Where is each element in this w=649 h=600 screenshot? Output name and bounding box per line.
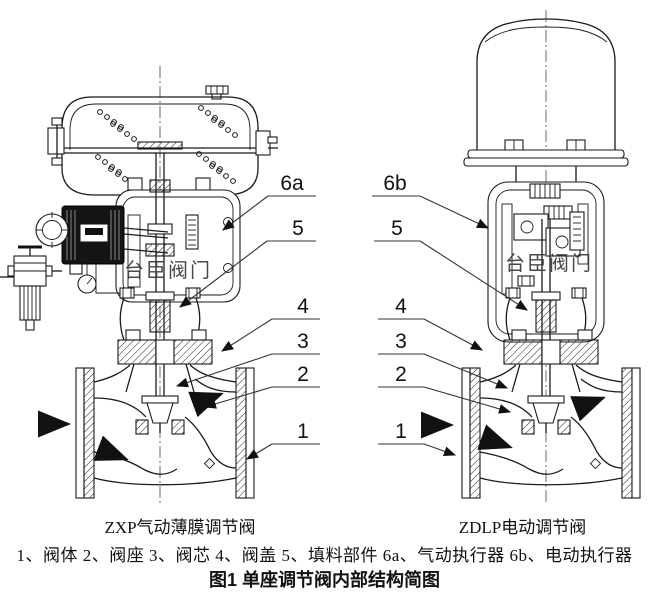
zxp-pneumatic-valve-drawing: 台臣阀门 [0, 66, 278, 505]
left-part-labels: 6a 5 4 3 2 1 [175, 172, 320, 460]
part-label-1-right: 1 [395, 420, 407, 443]
watermark-left: 台臣阀门 [124, 259, 212, 282]
air-filter-regulator [0, 245, 62, 331]
right-yoke [487, 181, 605, 343]
pneumatic-diaphragm-actuator [47, 85, 278, 196]
part-label-6b: 6b [383, 172, 406, 195]
part-label-6a: 6a [280, 172, 304, 195]
left-lower-flow-arrow [93, 435, 129, 461]
left-bonnet-and-body [75, 287, 255, 499]
part-label-5-right: 5 [391, 217, 403, 240]
right-part-labels: 6b 5 4 3 2 1 [372, 172, 528, 456]
part-label-1-left: 1 [297, 420, 309, 443]
part-label-4-right: 4 [395, 295, 407, 318]
watermark-right: 台臣阀门 [505, 252, 593, 275]
parts-list: 1、阀体 2、阀座 3、阀芯 4、阀盖 5、填料部件 6a、气动执行器 6b、电… [16, 546, 633, 565]
electric-actuator-cover [463, 18, 629, 182]
valve-diagram-svg: 台臣阀门 [0, 10, 641, 505]
part-label-3-right: 3 [395, 330, 407, 353]
part-label-3-left: 3 [297, 330, 309, 353]
caption-left-valve: ZXP气动薄膜调节阀 [104, 518, 256, 537]
part-label-5-left: 5 [292, 217, 304, 240]
part-label-2-right: 2 [395, 363, 407, 386]
left-outlet-flow-arrow [188, 391, 224, 418]
zdlp-electric-valve-drawing: 台臣阀门 [421, 10, 641, 505]
valve-positioner [35, 205, 169, 294]
part-label-2-left: 2 [297, 363, 309, 386]
figure-title: 图1 单座调节阀内部结构简图 [208, 570, 440, 590]
right-outlet-flow-arrow [570, 396, 606, 422]
caption-right-valve: ZDLP电动调节阀 [458, 518, 587, 537]
right-lower-flow-arrow [477, 424, 513, 450]
part-label-4-left: 4 [297, 295, 309, 318]
